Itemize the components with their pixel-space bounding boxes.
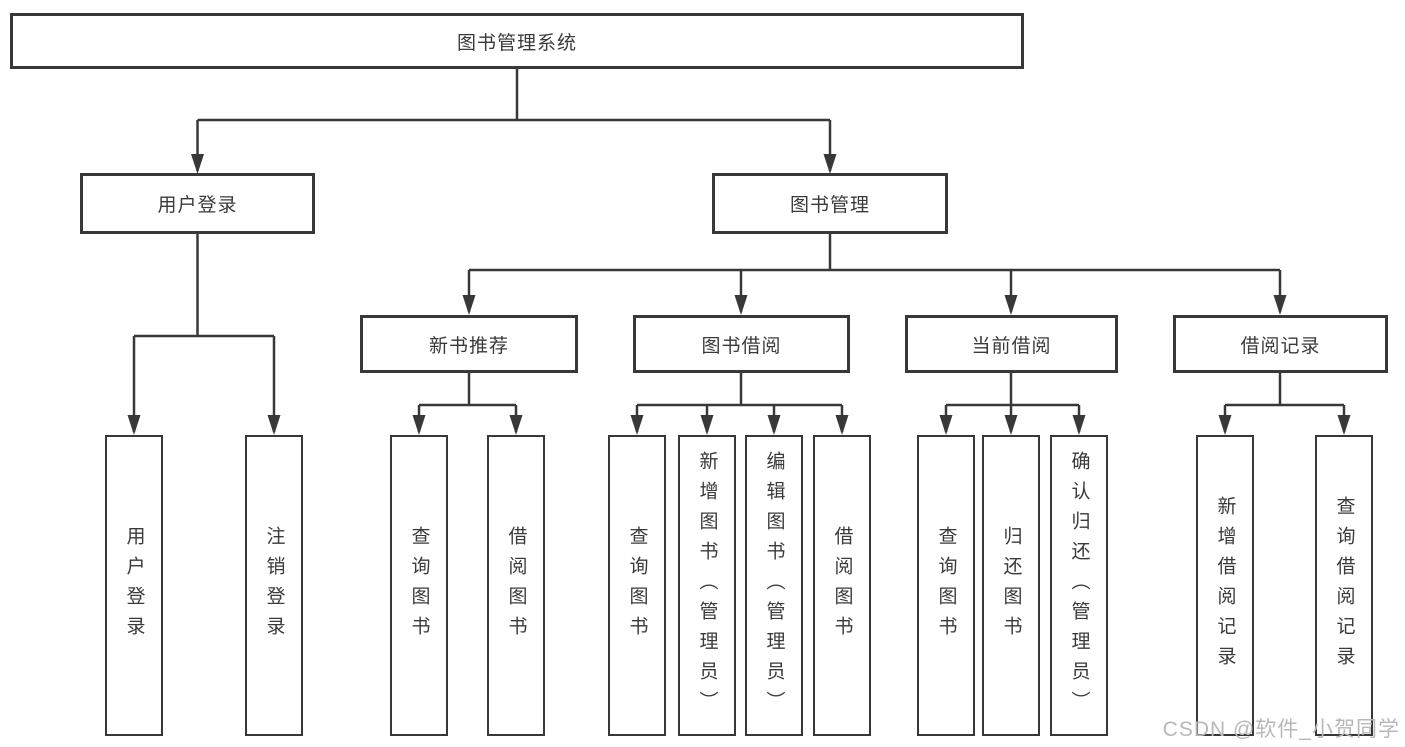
node-label: 图书管理 bbox=[789, 195, 870, 216]
leaf-user-login: 用户登录 bbox=[105, 435, 163, 736]
leaf-edit-book-admin: 编辑图书（管理员） bbox=[745, 435, 803, 736]
node-user-login: 用户登录 bbox=[80, 173, 315, 234]
node-label: 当前借阅 bbox=[971, 335, 1052, 357]
leaf-query-books-borrowing: 查询图书 bbox=[608, 435, 666, 736]
node-label: 图书借阅 bbox=[701, 335, 782, 357]
leaf-label: 用户登录 bbox=[123, 525, 145, 646]
leaf-label: 查询图书 bbox=[935, 525, 957, 646]
leaf-confirm-return-admin: 确认归还（管理员） bbox=[1050, 435, 1108, 736]
node-new-book-recommendation: 新书推荐 bbox=[360, 315, 578, 373]
leaf-label: 查询图书 bbox=[626, 525, 648, 646]
node-book-borrowing: 图书借阅 bbox=[633, 315, 850, 373]
leaf-query-books-current: 查询图书 bbox=[917, 435, 975, 736]
node-label: 借阅记录 bbox=[1240, 335, 1321, 357]
node-label: 图书管理系统 bbox=[456, 32, 577, 54]
leaf-add-book-admin: 新增图书（管理员） bbox=[678, 435, 736, 736]
leaf-query-books-recommend: 查询图书 bbox=[390, 435, 448, 736]
leaf-label: 查询图书 bbox=[408, 525, 430, 646]
leaf-label: 新增借阅记录 bbox=[1214, 495, 1236, 676]
leaf-label: 确认归还（管理员） bbox=[1068, 450, 1090, 721]
node-current-borrowing: 当前借阅 bbox=[905, 315, 1118, 373]
node-library-management-system: 图书管理系统 bbox=[10, 13, 1024, 69]
leaf-borrow-books-recommend: 借阅图书 bbox=[487, 435, 545, 736]
node-label: 新书推荐 bbox=[428, 335, 509, 357]
node-borrowing-records: 借阅记录 bbox=[1173, 315, 1388, 373]
leaf-logout: 注销登录 bbox=[245, 435, 303, 736]
node-book-management: 图书管理 bbox=[712, 173, 948, 234]
leaf-label: 查询借阅记录 bbox=[1333, 495, 1355, 676]
leaf-label: 编辑图书（管理员） bbox=[763, 450, 785, 721]
leaf-borrow-books-borrowing: 借阅图书 bbox=[813, 435, 871, 736]
leaf-add-borrow-record: 新增借阅记录 bbox=[1196, 435, 1254, 736]
csdn-watermark: CSDN @软件_小贺同学 bbox=[1162, 718, 1400, 741]
leaf-label: 注销登录 bbox=[263, 525, 285, 646]
leaf-label: 新增图书（管理员） bbox=[696, 450, 718, 721]
leaf-label: 归还图书 bbox=[1000, 525, 1022, 646]
leaf-return-books: 归还图书 bbox=[982, 435, 1040, 736]
leaf-query-borrow-record: 查询借阅记录 bbox=[1315, 435, 1373, 736]
leaf-label: 借阅图书 bbox=[831, 525, 853, 646]
node-label: 用户登录 bbox=[157, 195, 238, 216]
leaf-label: 借阅图书 bbox=[505, 525, 527, 646]
